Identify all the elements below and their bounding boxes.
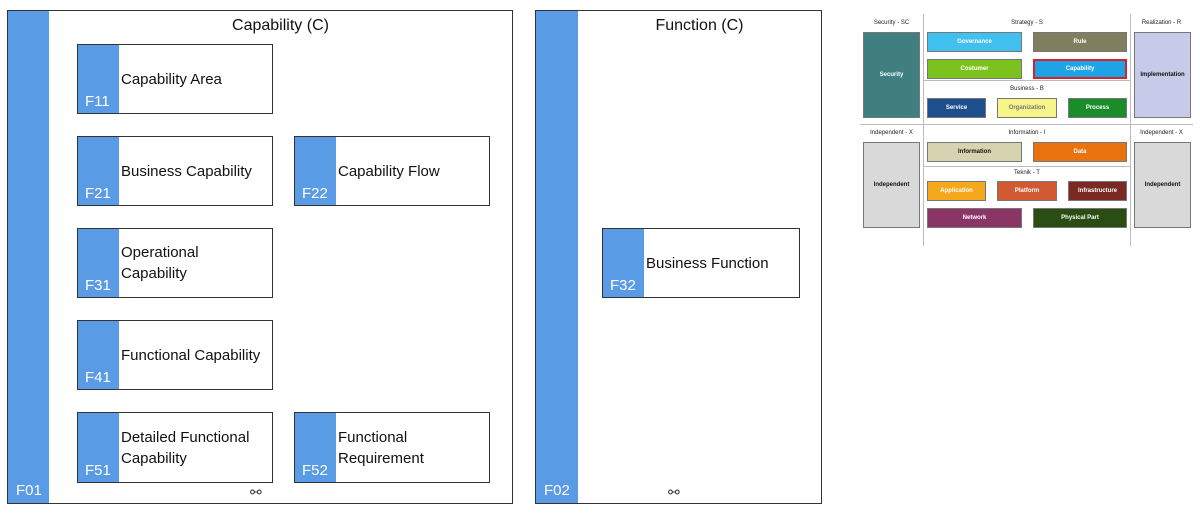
link-icon[interactable]: ⚯: [250, 484, 262, 500]
legend-physical-part: Physical Part: [1033, 208, 1127, 228]
legend-data: Data: [1033, 142, 1127, 162]
capability-frame-band: F01: [8, 11, 49, 503]
legend-capability: Capability: [1033, 59, 1127, 79]
legend-header-strategy: Strategy - S: [1011, 20, 1043, 26]
node-label: Business Capability: [121, 162, 252, 180]
node-capability-flow[interactable]: F22 Capability Flow: [294, 136, 490, 206]
node-business-capability[interactable]: F21 Business Capability: [77, 136, 273, 206]
node-business-function[interactable]: F32 Business Function: [602, 228, 800, 298]
legend-service: Service: [927, 98, 986, 118]
legend-governance: Governance: [927, 32, 1022, 52]
legend-divider: [923, 14, 924, 246]
function-frame: F02 Function (C) F32 Business Function ⚯: [535, 10, 822, 504]
node-label: Operational Capability: [121, 244, 199, 282]
legend-header-teknik: Teknik - T: [1014, 170, 1040, 176]
legend-header-business: Business - B: [1010, 86, 1044, 92]
node-label: Capability Area: [121, 70, 222, 88]
node-operational-capability[interactable]: F31 Operational Capability: [77, 228, 273, 298]
function-frame-code: F02: [544, 482, 570, 499]
node-functional-capability[interactable]: F41 Functional Capability: [77, 320, 273, 390]
legend-infrastructure: Infrastructure: [1068, 181, 1127, 201]
legend-rule: Rule: [1033, 32, 1127, 52]
legend-platform: Platform: [997, 181, 1057, 201]
legend-independent-left: Independent: [863, 142, 920, 228]
legend-header-independent-right: Independent - X: [1140, 130, 1183, 136]
legend-header-realization: Realization - R: [1141, 20, 1182, 26]
legend-application: Application: [927, 181, 986, 201]
legend-header-security: Security - SC: [873, 20, 910, 26]
legend-implementation: Implementation: [1134, 32, 1191, 118]
node-detailed-functional-capability[interactable]: F51 Detailed Functional Capability: [77, 412, 273, 483]
legend-network: Network: [927, 208, 1022, 228]
node-label: Capability Flow: [338, 162, 440, 180]
node-label: Functional Requirement: [338, 428, 424, 467]
legend-divider: [1130, 14, 1131, 246]
legend-divider: [924, 80, 1130, 81]
legend-header-independent-left: Independent - X: [870, 130, 913, 136]
node-functional-requirement[interactable]: F52 Functional Requirement: [294, 412, 490, 483]
node-label: Functional Capability: [121, 346, 261, 364]
capability-frame-code: F01: [16, 482, 42, 499]
function-frame-title: Function (C): [655, 17, 744, 34]
legend: Security - SC Strategy - S Realization -…: [860, 14, 1193, 246]
legend-independent-right: Independent: [1134, 142, 1191, 228]
legend-information: Information: [927, 142, 1022, 162]
capability-frame-title: Capability (C): [232, 17, 329, 34]
legend-divider: [860, 124, 1193, 125]
node-label: Business Function: [646, 254, 769, 272]
node-label: Detailed Functional Capability: [121, 428, 250, 467]
link-icon[interactable]: ⚯: [668, 484, 680, 500]
legend-security: Security: [863, 32, 920, 118]
legend-header-information: Information - I: [1008, 130, 1046, 136]
legend-organization: Organization: [997, 98, 1057, 118]
function-frame-band: F02: [536, 11, 578, 503]
legend-process: Process: [1068, 98, 1127, 118]
legend-divider: [924, 166, 1130, 167]
node-capability-area[interactable]: F11 Capability Area: [77, 44, 273, 114]
capability-frame: F01 Capability (C) F11 Capability Area F…: [7, 10, 513, 504]
legend-costumer: Costumer: [927, 59, 1022, 79]
